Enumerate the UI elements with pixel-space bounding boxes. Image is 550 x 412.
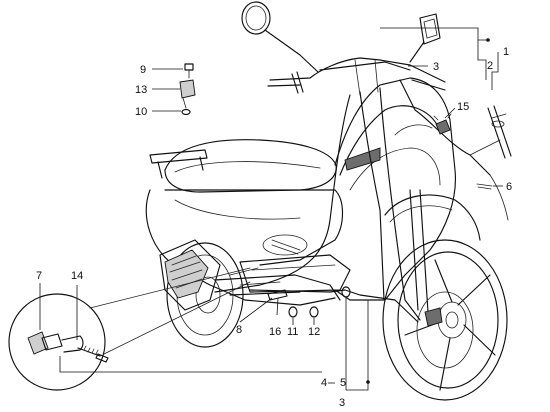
callout-4: 4 [321,377,327,389]
callout-8: 8 [236,324,242,336]
handlebar [267,57,446,96]
callout-14: 14 [71,270,83,282]
callout-10: 10 [135,106,147,118]
cable-lower-run [249,289,419,323]
pin-part-6 [476,183,493,190]
cable-front-brake [379,87,421,321]
callout-7: 7 [36,270,42,282]
callout-9: 9 [140,64,146,76]
callout-6: 6 [506,181,512,193]
callout-1: 1 [503,46,509,58]
front-fender [384,194,481,241]
callout-labels: 1 2 3 3 4 5 6 7 8 9 10 11 12 13 14 15 16 [36,46,512,409]
seat [164,139,337,193]
clip-part-15 [433,113,452,135]
right-mirror [409,13,441,63]
callout-13: 13 [135,84,147,96]
callout-16: 16 [269,326,281,338]
cable-routing [214,79,509,323]
callout-2: 2 [487,60,493,72]
cable-throttle [359,91,385,301]
left-mirror [241,1,319,73]
bolt-assembly-9-13-10 [179,63,196,116]
callout-15: 15 [457,101,469,113]
leg-shield [334,77,457,301]
ring-part-5 [341,286,351,298]
callout-11: 11 [287,326,298,338]
rings-11-12 [288,306,319,318]
rear-rack [149,149,208,179]
rear-body-panel [145,189,344,306]
callout-3-bottom: 3 [339,397,345,409]
leader-lines [39,27,503,391]
cable-end-part-2 [487,105,512,159]
detail-inset [8,267,251,391]
cable-rear-brake [214,94,351,293]
callout-3-top: 3 [433,61,439,73]
callout-12: 12 [308,326,320,338]
sleeve-part-16 [267,289,288,301]
scooter-illustration [145,1,508,401]
front-wheel [382,239,508,401]
callout-5: 5 [340,377,346,389]
engine-block [159,239,341,311]
